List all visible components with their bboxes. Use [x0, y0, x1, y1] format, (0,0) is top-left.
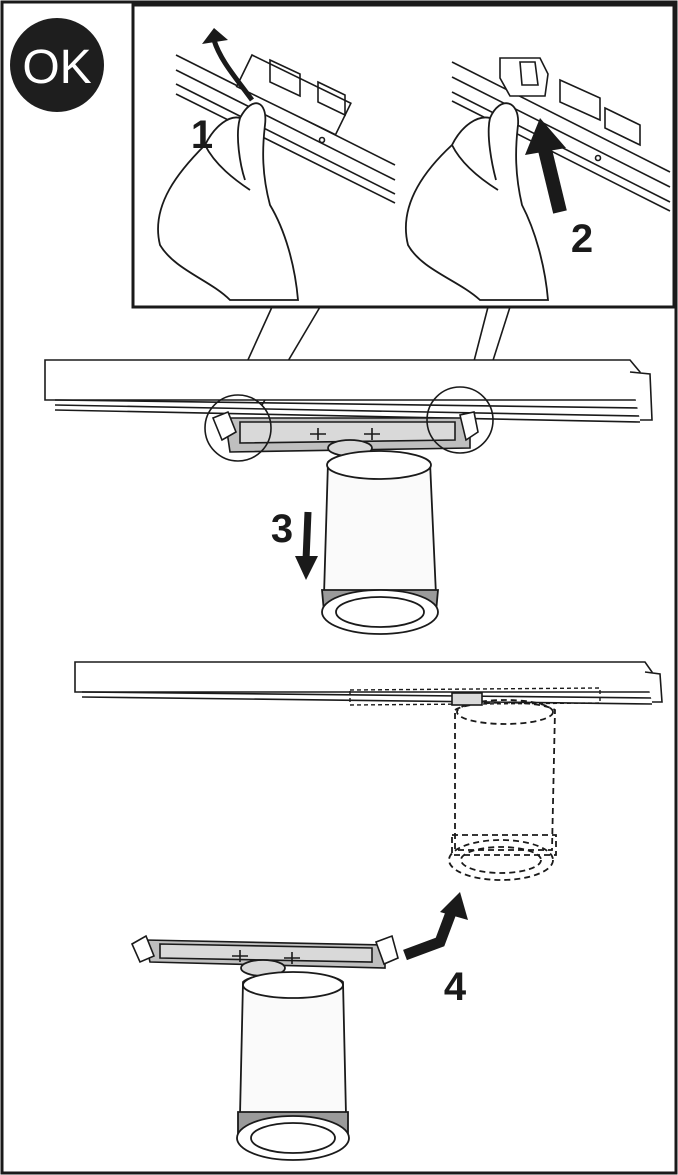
down-arrow-icon — [302, 511, 312, 561]
down-arrow-head — [295, 556, 318, 580]
adapter-module-top — [211, 410, 479, 453]
curved-arrow-icon — [211, 39, 255, 102]
ghost-mount — [451, 692, 483, 706]
adapter-module-bottom — [130, 934, 399, 969]
step-3-label: 3 — [271, 507, 293, 551]
track-rail-bottom — [74, 661, 663, 705]
straight-arrow-icon — [538, 148, 567, 214]
ok-badge: OK — [10, 18, 104, 112]
ok-badge-label: OK — [22, 41, 91, 94]
spotlight-lamp-bottom — [236, 959, 350, 1161]
hand-right — [405, 102, 549, 301]
spotlight-lamp-top — [321, 439, 439, 635]
hand-left — [157, 102, 299, 301]
bent-arrow-icon — [403, 908, 458, 961]
ghost-lamp — [448, 699, 557, 881]
curved-arrow-head — [202, 28, 228, 44]
zoom-circle-left — [204, 394, 272, 462]
rail-detail-left — [175, 53, 396, 204]
straight-arrow-head — [525, 118, 566, 155]
ghost-adapter — [349, 687, 601, 706]
zoom-inset: 1 2 — [131, 3, 676, 309]
zoom-circle-right — [426, 386, 494, 454]
track-rail-top — [44, 359, 653, 423]
step-4-label: 4 — [444, 965, 467, 1009]
rail-detail-right — [451, 57, 671, 212]
bent-arrow-head — [440, 892, 468, 920]
step-2-label: 2 — [571, 217, 593, 261]
step-1-label: 1 — [191, 113, 213, 157]
